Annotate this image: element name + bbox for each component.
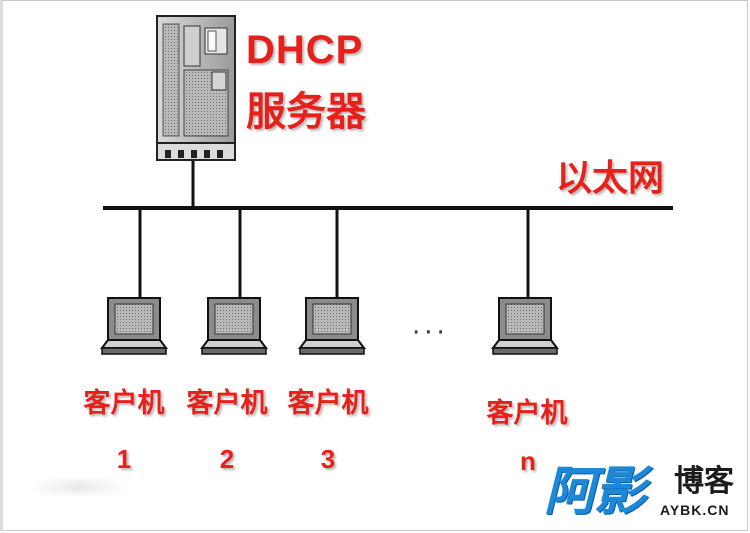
laptop-icon: [491, 297, 559, 355]
server-tower-icon: [156, 15, 236, 161]
network-label: 以太网: [556, 157, 665, 198]
laptop-icon: [200, 297, 268, 355]
ellipsis: ···: [412, 318, 449, 348]
client-number: 3: [320, 444, 336, 474]
client-number: 1: [116, 444, 132, 474]
watermark-brand: 阿影: [544, 463, 646, 521]
client-number: 2: [219, 444, 235, 474]
laptop-icon: [100, 297, 168, 355]
client-label: 客户机: [486, 398, 568, 428]
watermark-url: AYBK.CN: [660, 502, 730, 518]
smudge-mark: [28, 480, 128, 494]
server-title: DHCP: [246, 28, 364, 72]
client-label: 客户机: [186, 388, 268, 418]
server-subtitle: 服务器: [246, 90, 366, 134]
client-number: n: [520, 446, 536, 476]
watermark-text: 博客: [674, 465, 734, 498]
client-label: 客户机: [287, 388, 369, 418]
laptop-icon: [298, 297, 366, 355]
watermark-logo: 阿影 博客 AYBK.CN: [544, 462, 749, 522]
client-label: 客户机: [83, 388, 165, 418]
